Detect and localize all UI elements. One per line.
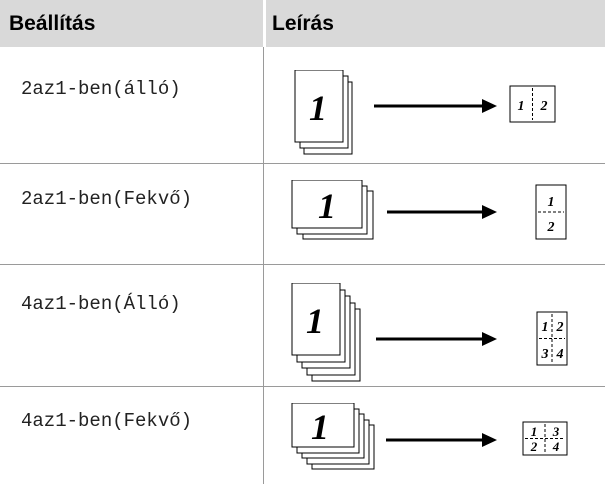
table-row: 4az1-ben(Fekvő) [0,387,605,484]
table-header: Beállítás Leírás [0,0,605,47]
row-divider [0,264,605,265]
arrow-head [482,433,497,447]
result-digit: 1 [548,195,555,210]
result-digit: 3 [541,347,549,362]
table-row: 2az1-ben(Fekvő) [0,164,605,264]
header-separator [263,0,266,47]
result-digit: 1 [518,99,525,114]
source-digit: 1 [309,88,327,128]
arrow-head [482,205,497,219]
diagram-2in1-landscape: 1 1 2 [291,180,567,240]
setting-label: 4az1-ben(Álló) [21,293,181,315]
column-divider [263,47,264,163]
setting-label: 2az1-ben(Fekvő) [21,188,193,210]
result-digit: 3 [552,424,560,439]
source-page [291,180,363,229]
source-digit: 1 [318,186,336,226]
result-digit: 2 [556,320,564,335]
arrow-head [482,332,497,346]
diagram-2in1-portrait: 1 1 2 [294,70,556,155]
result-digit: 2 [540,99,548,114]
setting-label: 4az1-ben(Fekvő) [21,410,193,432]
setting-label: 2az1-ben(álló) [21,78,181,100]
result-digit: 1 [531,424,538,439]
result-digit: 2 [547,220,555,235]
result-digit: 2 [530,439,538,454]
row-divider [0,386,605,387]
source-page [294,70,344,143]
diagram-4in1-landscape: 1 1 3 2 4 [291,403,568,470]
column-divider [263,265,264,386]
table-row: 4az1-ben(Álló) [0,265,605,386]
result-digit: 1 [542,320,549,335]
source-digit: 1 [311,407,329,447]
source-page [291,283,341,356]
result-digit: 4 [556,347,564,362]
column-divider [263,387,264,484]
source-digit: 1 [306,301,324,341]
table-row: 2az1-ben(álló) [0,47,605,163]
header-setting: Beállítás [9,12,96,35]
row-divider [0,163,605,164]
diagram-4in1-portrait: 1 1 2 3 4 [291,283,568,382]
result-digit: 4 [552,439,560,454]
column-divider [263,164,264,264]
source-page [291,403,355,448]
arrow-head [482,99,497,113]
header-description: Leírás [272,12,334,35]
